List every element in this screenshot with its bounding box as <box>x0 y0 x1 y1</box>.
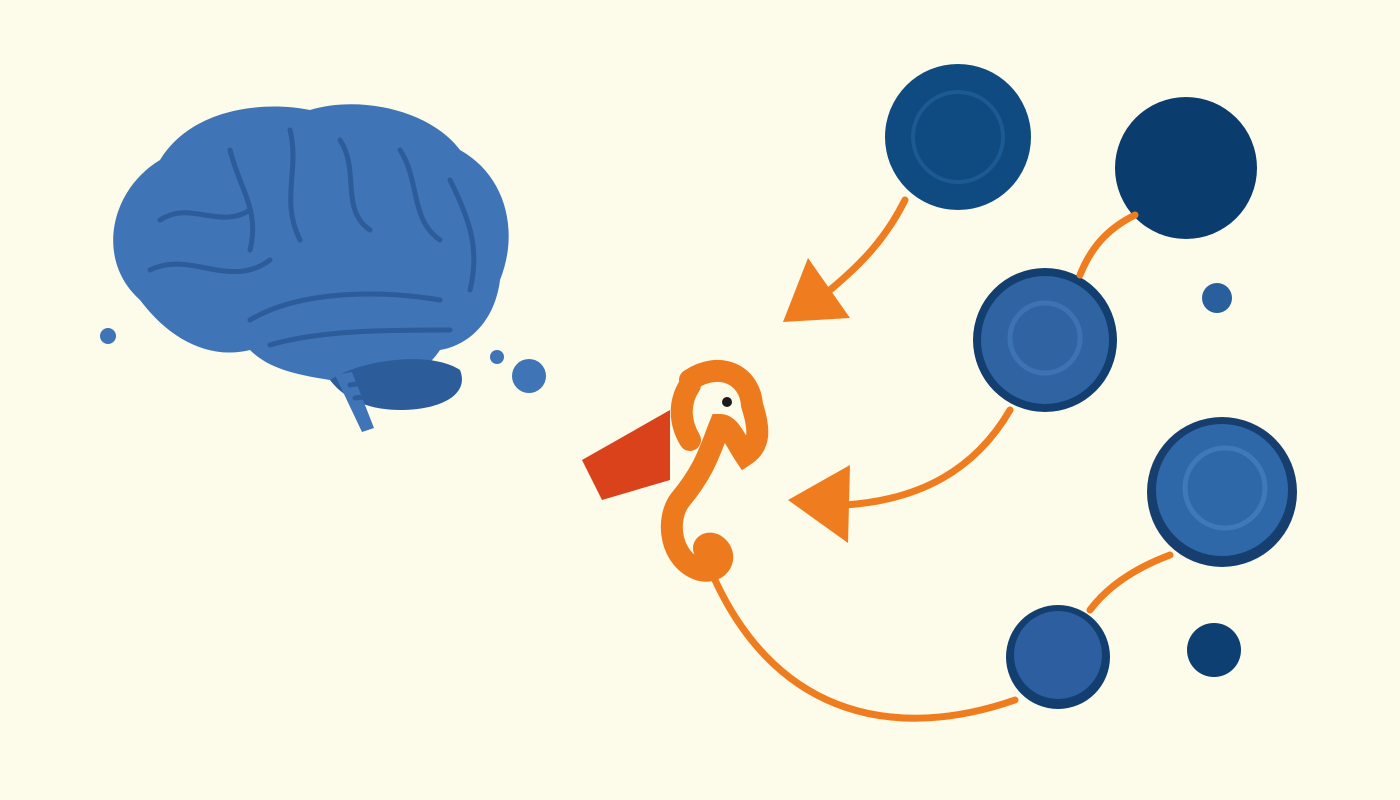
arrow-icon <box>711 576 1019 722</box>
arrow-icon <box>1076 211 1139 279</box>
dot <box>100 328 116 344</box>
arrow-icon <box>1086 551 1174 614</box>
arrow-icon <box>841 406 1014 509</box>
neuron-circle-icon <box>1147 417 1297 567</box>
arrow-icon <box>826 196 909 294</box>
neuron-circle-icon <box>973 268 1117 412</box>
dot <box>490 350 504 364</box>
arrowhead <box>788 465 850 543</box>
dot <box>1202 283 1232 313</box>
neuron-circle-icon <box>885 64 1031 210</box>
neuron-circle-icon <box>1006 605 1110 709</box>
dot <box>512 359 546 393</box>
neuron-circle-icon <box>1115 97 1257 239</box>
seahorse-icon <box>582 359 769 582</box>
dot <box>1187 623 1241 677</box>
brain-icon <box>113 104 509 432</box>
arrowhead <box>783 258 850 322</box>
